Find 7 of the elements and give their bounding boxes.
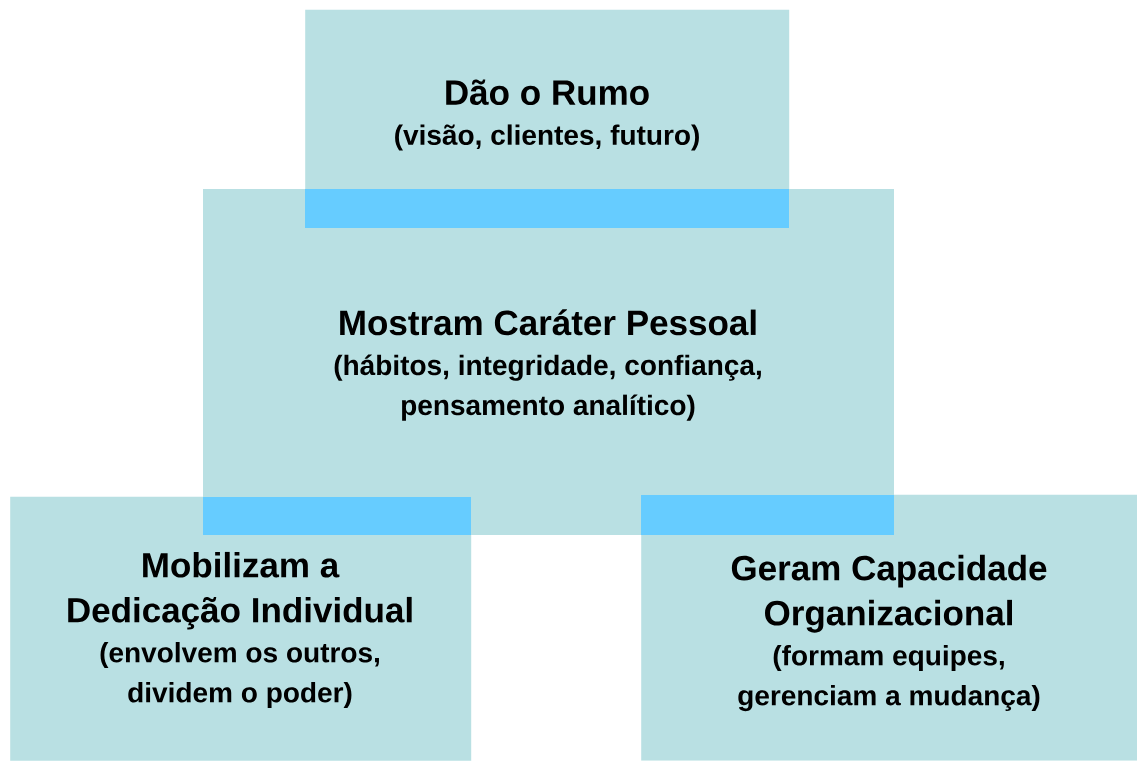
text-box	[305, 9, 790, 228]
box-text: Dão o Rumo (visão, clientes, futuro)	[395, 79, 699, 151]
box-text: Mobilizam a Dedicação Individual (envolvem os outros, dividem o poder)	[68, 551, 412, 709]
text-box	[10, 496, 472, 761]
text-box	[641, 494, 1137, 761]
box-text: Mostram Caráter Pessoal (hábitos, integridade, confiança, pensamento analítico)	[334, 309, 761, 421]
box-text: Geram Capacidade Organizacional (formam equipes, gerenciam a mudança)	[731, 554, 1047, 712]
